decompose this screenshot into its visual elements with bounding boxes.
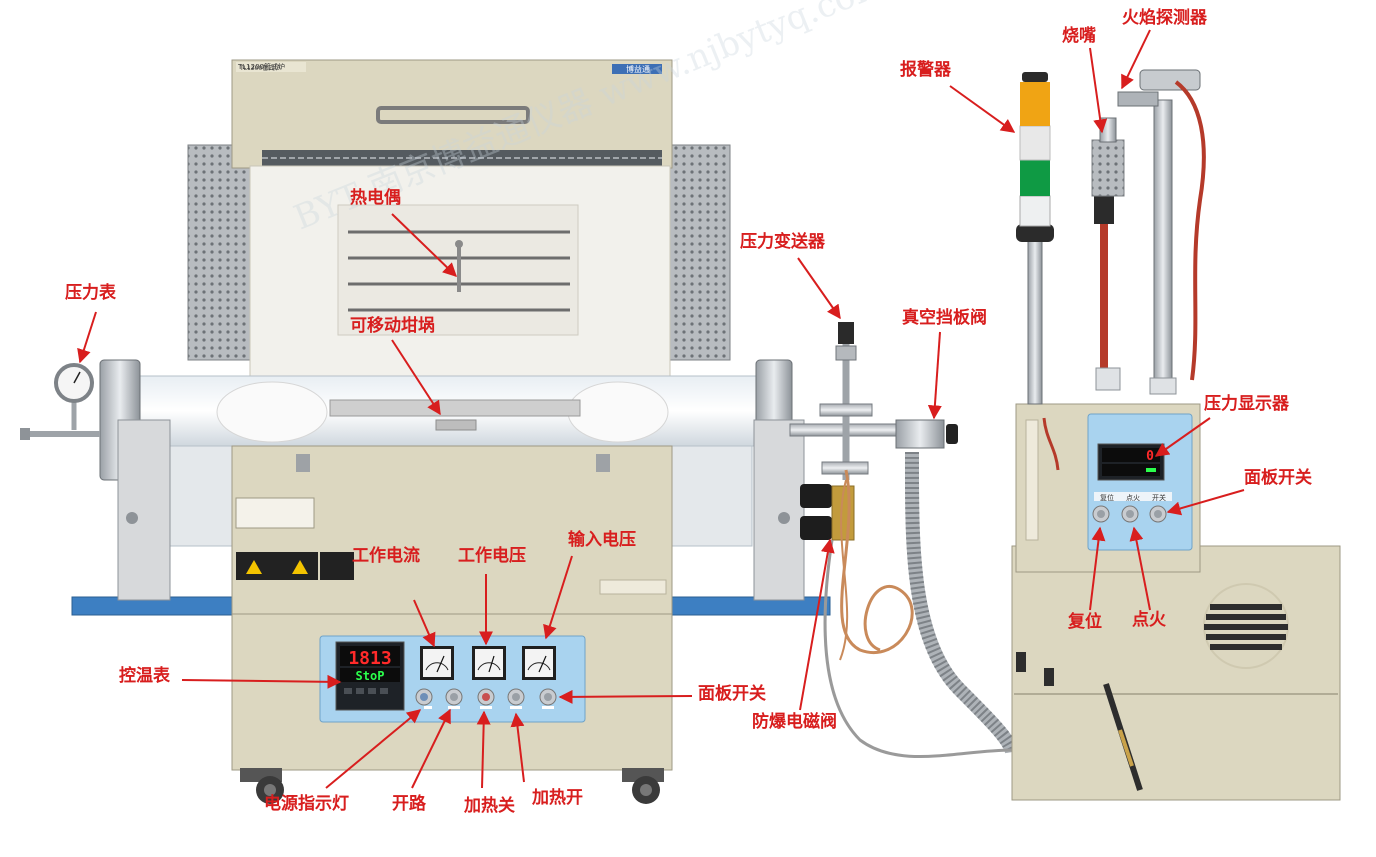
vacuum-baffle-valve [895,419,945,449]
label-heat-on: 加热开 [532,788,583,808]
switch-button-caption: 开关 [1152,493,1166,502]
ignition-button-caption: 点火 [1126,494,1140,502]
right-perforated-shield [667,144,731,361]
ignition-button[interactable] [1121,505,1139,523]
vent-grille [1203,583,1289,669]
left-perforated-shield [187,144,251,361]
movable-crucible [329,399,581,417]
pressure-display-value: 0 [1146,449,1154,464]
label-input-voltage: 输入电压 [568,530,636,550]
burner-nozzle [1091,117,1125,391]
power-indicator-lamp [415,688,433,706]
label-alarm: 报警器 [900,60,951,80]
open-circuit-button[interactable] [445,688,463,706]
label-pressure-display: 压力显示器 [1204,394,1289,414]
heat-off-button[interactable] [477,688,495,706]
label-work-voltage: 工作电压 [458,546,526,566]
alarm-tower-light [1016,72,1054,405]
heat-on-button[interactable] [507,688,525,706]
pressure-gauge [20,363,100,440]
pressure-transmitter-body [838,322,854,344]
furnace-panel-switch[interactable] [539,688,557,706]
label-open-circuit: 开路 [392,794,426,814]
label-pressure-transmitter: 压力变送器 [740,232,825,252]
ammeter-work-current [420,646,454,680]
label-furnace-panel-switch: 面板开关 [698,684,766,704]
label-heat-off: 加热关 [464,796,515,816]
voltmeter-input-voltage [522,646,556,680]
ignition-cabinet: 0 复位 点火 开关 [1011,69,1341,801]
svg-text:TL1200管式炉: TL1200管式炉 [239,64,280,72]
label-movable-crucible: 可移动坩埚 [350,316,435,336]
label-flame-detector: 火焰探测器 [1122,8,1207,28]
label-pressure-gauge: 压力表 [65,283,116,303]
label-temperature-controller: 控温表 [119,666,170,686]
callout-arrows [77,29,1245,789]
reset-button[interactable] [1092,505,1110,523]
label-burner: 烧嘴 [1062,26,1096,46]
label-reset: 复位 [1068,612,1102,632]
label-cabinet-panel-switch: 面板开关 [1244,468,1312,488]
cabinet-lower [1011,545,1341,801]
label-explosion-proof-valve: 防爆电磁阀 [752,712,837,732]
voltmeter-work-voltage [472,646,506,680]
copper-tube [840,469,914,654]
label-power-indicator: 电源指示灯 [264,794,349,814]
gas-line-assembly [789,322,1019,758]
label-work-current: 工作电流 [352,546,420,566]
explosion-proof-solenoid-valve [800,484,832,508]
cabinet-panel [1087,413,1193,551]
brand-logo: 博益通 [626,65,650,74]
reset-button-caption: 复位 [1100,493,1114,502]
tube-furnace: TL1200管式炉 [20,59,831,804]
lid-handle [376,106,530,124]
furnace-front-upper [231,445,673,615]
label-ignition: 点火 [1132,610,1166,630]
caster-wheels [240,768,664,804]
cabinet-panel-switch[interactable] [1149,505,1167,523]
label-vacuum-baffle-valve: 真空挡板阀 [902,308,987,328]
controller-display-bottom: StoP [356,669,385,683]
label-thermocouple: 热电偶 [350,188,401,208]
controller-display-top: 1813 [348,648,391,669]
flame-detector [1117,69,1206,395]
model-plate: TL1200管式炉 [238,63,285,71]
